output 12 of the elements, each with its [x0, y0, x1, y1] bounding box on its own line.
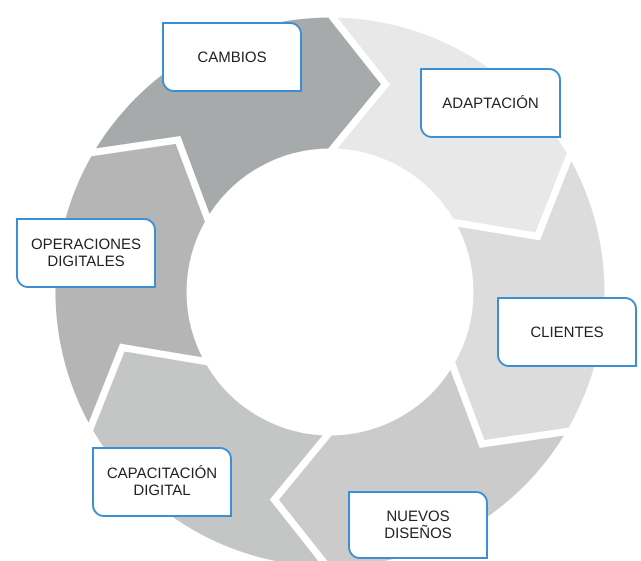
- label-box: [92, 447, 232, 517]
- step-label: CLIENTES: [529, 324, 605, 340]
- label-box: [16, 218, 156, 288]
- step-label: OPERACIONES DIGITALES: [30, 236, 142, 270]
- label-box: [420, 68, 561, 138]
- label-box: [348, 491, 488, 559]
- label-box: [497, 297, 637, 367]
- step-label: CAPACITACIÓN DIGITAL: [106, 465, 218, 499]
- label-box: [162, 22, 302, 92]
- step-label: ADAPTACIÓN: [441, 94, 540, 112]
- step-label: NUEVOS DISEÑOS: [383, 508, 453, 542]
- step-label: CAMBIOS: [196, 48, 268, 66]
